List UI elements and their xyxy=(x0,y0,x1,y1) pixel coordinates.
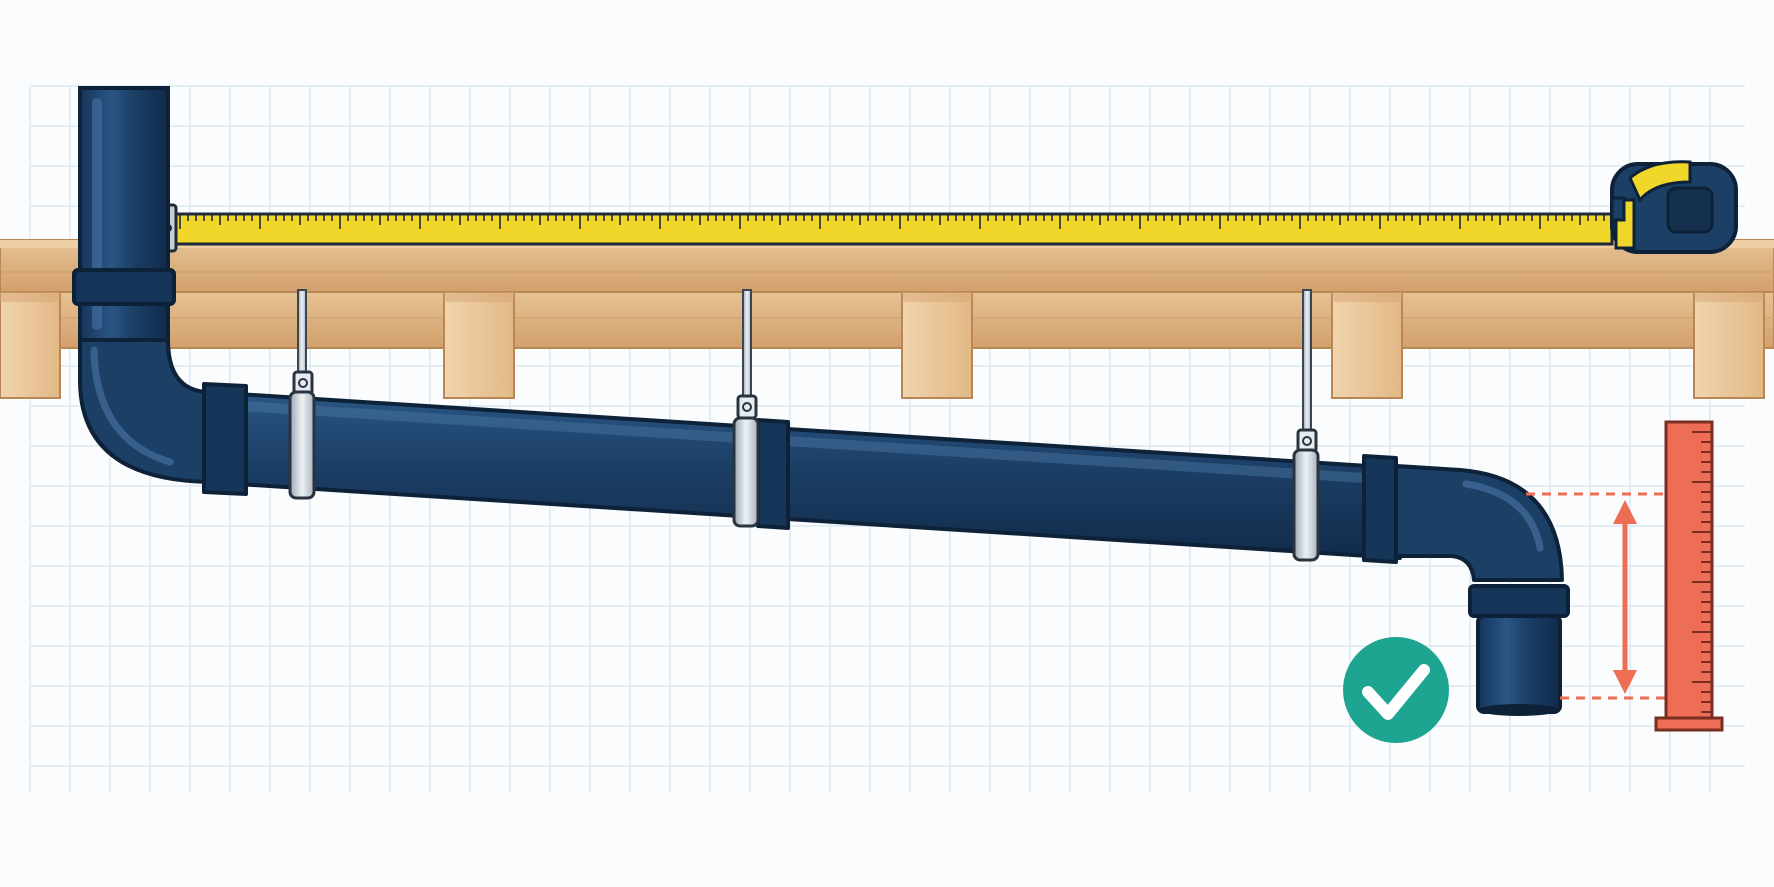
pipe-hangers xyxy=(292,289,1318,454)
joist xyxy=(1331,291,1403,399)
ruler-icon xyxy=(1654,420,1724,732)
left-elbow-fitting xyxy=(78,338,212,484)
ceiling-beam xyxy=(0,239,1774,349)
ruler-ticks xyxy=(1692,431,1712,713)
sloped-drain-pipe xyxy=(202,382,1402,564)
pipe-straps xyxy=(288,390,1320,562)
checkmark-icon xyxy=(1343,637,1449,743)
joist xyxy=(901,291,973,399)
joist xyxy=(0,291,61,399)
vertical-drain-pipe xyxy=(72,86,176,342)
tape-measure-icon xyxy=(158,160,1738,254)
double-arrow-vertical-icon xyxy=(1613,500,1637,694)
joist xyxy=(443,291,515,399)
tape-ticks xyxy=(179,215,1605,229)
hanger-1 xyxy=(292,289,314,396)
floor-joists xyxy=(0,291,1765,399)
right-elbow-fitting xyxy=(1394,464,1570,716)
drop-measurement xyxy=(1526,492,1680,700)
hanger-2 xyxy=(736,289,758,420)
joist xyxy=(1693,291,1765,399)
